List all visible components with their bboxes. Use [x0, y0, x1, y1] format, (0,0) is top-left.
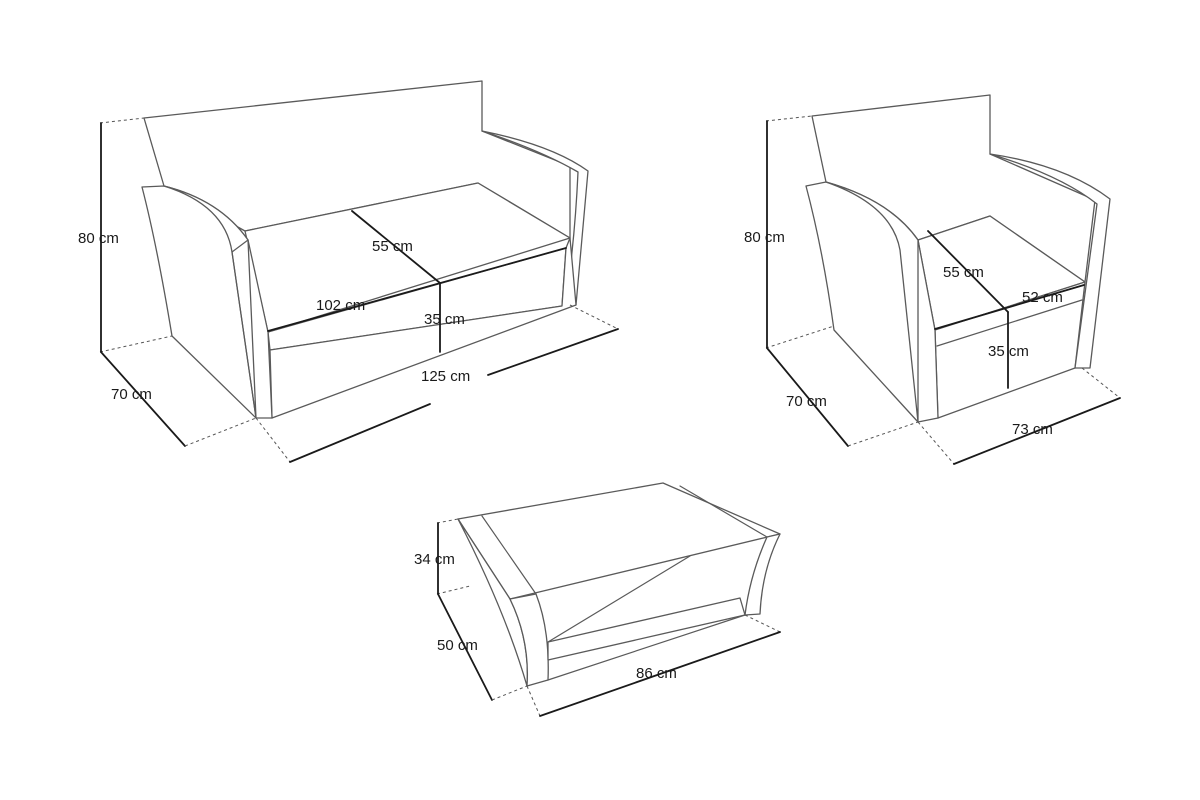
sofa-seat-depth-line — [351, 210, 441, 284]
armchair-seat-depth-line — [927, 230, 1009, 313]
table-shelf — [547, 597, 746, 661]
armchair-depth-label: 70 cm — [786, 393, 827, 410]
table-height-guide-bottom — [436, 585, 471, 595]
sofa-width-line-b — [487, 328, 619, 376]
table-shelf-back — [547, 555, 691, 643]
table-width-guide-left — [526, 685, 541, 717]
sofa-depth-line — [100, 351, 186, 447]
table-right-leg — [744, 533, 781, 616]
sofa-left-armrest-face — [163, 185, 257, 419]
armchair-drawing — [805, 94, 1111, 423]
table-width-line — [539, 631, 781, 717]
sofa-height-guide-bottom — [99, 335, 173, 353]
sofa-arm-edge — [231, 239, 249, 253]
table-top-left-band — [481, 515, 537, 595]
table-depth-line — [437, 593, 493, 701]
armchair-seat-depth-label: 55 cm — [943, 264, 984, 281]
armchair-height-guide-top — [765, 115, 813, 122]
table-drawing — [457, 482, 781, 687]
sofa-seat-width-line — [267, 247, 567, 332]
table-top — [457, 482, 781, 600]
sofa-width-guide-left — [255, 417, 291, 463]
armchair-left-armrest-face — [825, 181, 919, 423]
armchair-width-label: 73 cm — [1012, 421, 1053, 438]
table-height-label: 34 cm — [414, 551, 455, 568]
armchair-seat-width-label: 52 cm — [1022, 289, 1063, 306]
table-depth-guide — [491, 685, 528, 701]
sofa-seat-depth-label: 55 cm — [372, 238, 413, 255]
sofa-width-guide-right — [569, 304, 619, 330]
table-height-guide-top — [436, 518, 459, 524]
table-width-label: 86 cm — [636, 665, 677, 682]
table-width-guide-right — [744, 614, 781, 633]
sofa-width-line-a — [289, 403, 431, 463]
armchair-width-line — [953, 397, 1121, 465]
sofa-seat-height-label: 35 cm — [424, 311, 465, 328]
table-dimensions: 34 cm 50 cm 86 cm — [414, 518, 781, 717]
sofa-depth-label: 70 cm — [111, 386, 152, 403]
sofa-depth-guide — [184, 417, 257, 447]
sofa-arm-front-edge — [231, 251, 257, 419]
sofa-dimensions: 80 cm 70 cm 125 cm 102 cm 55 cm 35 cm — [78, 117, 619, 463]
sofa-right-armrest — [481, 130, 589, 308]
armchair-depth-line — [766, 347, 849, 447]
table-depth-label: 50 cm — [437, 637, 478, 654]
armchair-width-guide-right — [1081, 367, 1121, 399]
table-top-right-band — [679, 485, 768, 538]
armchair-height-guide-bottom — [765, 325, 835, 349]
sofa-height-guide-top — [99, 117, 145, 124]
sofa-seat-width-label: 102 cm — [316, 297, 365, 314]
armchair-seat-edge — [936, 299, 1083, 347]
armchair-width-guide-left — [917, 421, 955, 465]
sofa-width-label: 125 cm — [421, 368, 470, 385]
armchair-height-label: 80 cm — [744, 229, 785, 246]
armchair-seat-width-line — [934, 284, 1085, 330]
armchair-depth-guide — [847, 421, 919, 447]
table-bottom-edge — [547, 614, 746, 681]
sofa-height-label: 80 cm — [78, 230, 119, 247]
armchair-dimensions: 80 cm 70 cm 73 cm 52 cm 55 cm 35 cm — [744, 115, 1121, 465]
armchair-seat-height-label: 35 cm — [988, 343, 1029, 360]
armchair-right-armrest — [989, 153, 1111, 369]
sofa-drawing — [141, 80, 589, 419]
